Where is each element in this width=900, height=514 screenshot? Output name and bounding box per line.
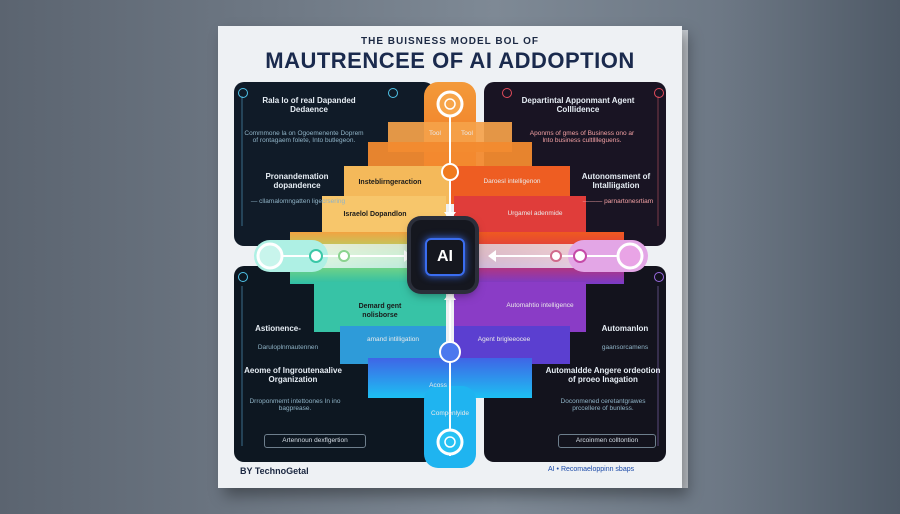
label-bottom-base: Compenlyide — [431, 410, 469, 417]
footer-tagline: AI • Recomaeloppinn sbaps — [548, 466, 635, 473]
label-left-lower: Demard gent nolisborse — [358, 303, 402, 319]
label-top-left: Tool — [429, 130, 441, 137]
poster-kicker: THE BUISNESS MODEL BOL OF — [361, 36, 539, 47]
tr-dot-icon — [502, 88, 512, 98]
arrow-right-head — [404, 250, 412, 262]
mid-node-icon — [441, 163, 459, 181]
br-heading: Automaldde Angere ordeotion of proeo Ina… — [545, 366, 661, 384]
left-mid-small-icon — [338, 250, 350, 262]
bl-body: Drroponmemt intettoones In ino bagprease… — [249, 398, 341, 412]
bl-caption-top: Daruloplnmautennen — [257, 344, 319, 351]
lower-node-icon — [439, 341, 461, 363]
tr-heading-2: Autonomsment of Intalliigation — [581, 172, 651, 190]
label-top-right: Tool — [461, 130, 473, 137]
bl-heading: Aeome of Ingroutenaalive Organization — [244, 366, 342, 384]
left-node-icon — [256, 242, 284, 270]
tl-dot-icon — [238, 88, 248, 98]
tl-caption: — cllamalomngatten ligecrsering — [250, 198, 346, 205]
tr-body: Aponms of gmes of Business ono ar lnto b… — [529, 130, 635, 144]
left-node-small-icon — [309, 249, 323, 263]
label-right-mid: Urgamel adenmide — [507, 210, 563, 217]
br-body: Doconmened ceretantgrawes prccellere of … — [560, 398, 646, 412]
br-pill: Arcoinmen colltontion — [558, 434, 656, 448]
label-left-upper: Insteblirngeraction — [358, 179, 422, 186]
footer-brand: BY TechnoGetal — [240, 466, 309, 476]
tl-heading: Rala lo of real Dapanded Dedaence — [262, 96, 356, 114]
poster-title: MAUTRENCEE OF AI ADDOPTION — [265, 48, 635, 73]
bl-heading-top: Astionence- — [255, 324, 301, 333]
bl-dot-icon — [238, 272, 248, 282]
step-lower-left-2 — [340, 326, 446, 364]
br-dot-icon — [654, 272, 664, 282]
br-heading-top: Automanlon — [601, 324, 649, 333]
br-caption-top: gaansorcamens — [601, 344, 649, 351]
arrow-down-head — [444, 212, 456, 220]
top-node-inner — [444, 98, 456, 110]
poster-edge — [682, 30, 688, 488]
right-node-icon — [616, 242, 644, 270]
ai-label: AI — [425, 238, 465, 276]
arrow-up-head — [444, 292, 456, 300]
label-right-lower: Automahtio intelligence — [506, 302, 574, 309]
right-node-small-icon — [573, 249, 587, 263]
tr-heading: Departintal Apponmant Agent Colllidence — [521, 96, 635, 114]
tl-body: Commmone la on Ogoemenente Doprem of ron… — [244, 130, 364, 144]
step-lower-right-2 — [454, 326, 570, 364]
bottom-node-inner — [444, 436, 456, 448]
label-bottom-right: Agent brigleeocee — [477, 336, 531, 343]
step-lower-left — [314, 282, 446, 332]
ai-center-node: AI — [411, 220, 475, 290]
tr-dot2-icon — [654, 88, 664, 98]
label-bottom-left: amand intilligation — [366, 336, 420, 343]
tl-heading-2: Pronandemation dopandence — [265, 172, 329, 190]
arrow-left-head — [488, 250, 496, 262]
right-mid-small-icon — [550, 250, 562, 262]
label-right-upper: Daroesl intelligenon — [483, 178, 541, 185]
label-left-mid: Israelol Dopandlon — [343, 211, 407, 218]
poster: THE BUISNESS MODEL BOL OF MAUTRENCEE OF … — [218, 26, 682, 488]
label-bottom-mid: Acoss — [429, 382, 447, 389]
top-node-icon — [436, 90, 464, 118]
step-lower-right — [454, 282, 586, 332]
bl-pill: Artennoun dexflgertion — [264, 434, 366, 448]
tr-caption: ——— parnartonesrtiam — [582, 198, 654, 205]
tl-dot2-icon — [388, 88, 398, 98]
bottom-node-icon — [436, 428, 464, 456]
